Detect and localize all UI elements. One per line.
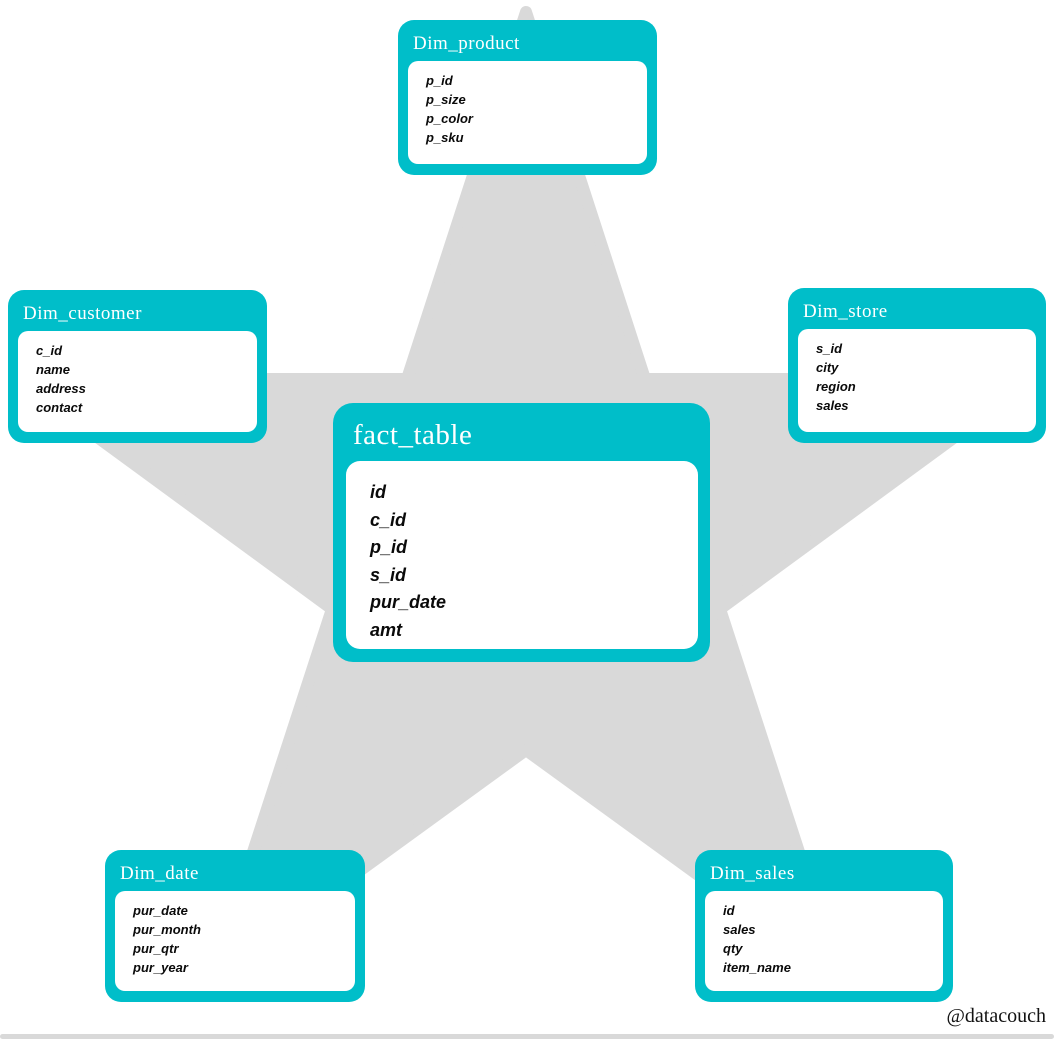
bottom-divider [0, 1034, 1054, 1039]
field: contact [36, 400, 83, 415]
field: address [36, 381, 86, 396]
field: pur_date [370, 592, 447, 612]
table-title: Dim_product [413, 33, 520, 54]
field: region [816, 379, 856, 394]
watermark: @datacouch [946, 1005, 1046, 1027]
field: p_id [370, 537, 408, 557]
field: s_id [370, 564, 407, 585]
field: city [816, 360, 839, 375]
field: amt [370, 619, 403, 640]
table-dim-date: Dim_date pur_date pur_month pur_qtr pur_yea… [105, 850, 365, 1002]
field: pur_year [133, 960, 188, 975]
field: c_id [36, 343, 63, 358]
field: qty [723, 941, 743, 956]
field: pur_month [133, 922, 201, 937]
table-dim-product: Dim_product p_id p_size p_color p_sku [398, 20, 657, 175]
table-title: fact_table [353, 419, 473, 451]
field: name [36, 362, 70, 377]
field: sales [723, 922, 756, 937]
table-fields: pur_date pur_month pur_qtr pur_year [115, 891, 355, 991]
field: id [723, 903, 735, 918]
field: p_id [426, 73, 453, 88]
table-fields: id sales qty item_name [705, 891, 943, 991]
field: p_size [426, 92, 466, 107]
table-title: Dim_store [803, 301, 888, 322]
table-fields: p_id p_size p_color p_sku [408, 61, 647, 164]
field: id [370, 482, 386, 502]
table-title: Dim_date [120, 863, 199, 884]
field: s_id [816, 341, 843, 356]
field: p_sku [426, 130, 464, 145]
field: pur_qtr [133, 941, 179, 956]
field: pur_date [133, 903, 188, 918]
field: c_id [370, 509, 407, 530]
field: p_color [426, 111, 473, 126]
table-title: Dim_sales [710, 863, 795, 884]
field: item_name [723, 960, 791, 975]
field: sales [816, 398, 849, 413]
table-dim-sales: Dim_sales id sales qty item_name [695, 850, 953, 1002]
table-title: Dim_customer [23, 303, 142, 324]
